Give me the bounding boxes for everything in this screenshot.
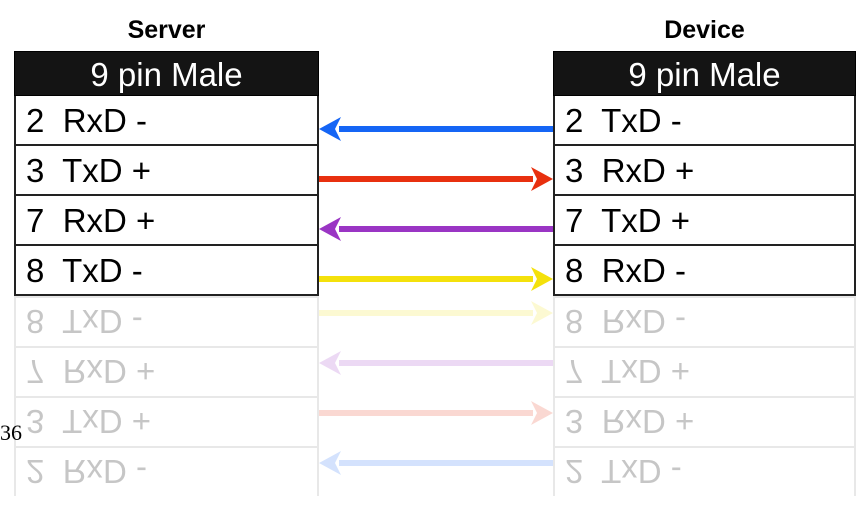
connection-arrow-reflection [319,351,553,375]
connection-arrow [319,117,553,141]
device-title: Device [664,16,745,44]
connection-arrow [319,167,553,191]
connection-arrow-head [531,301,553,325]
connection-arrow [319,267,553,291]
server-connector-table: 9 pin Male 2 RxD - 3 TxD + 7 RxD + 8 TxD… [14,51,319,296]
page-number: 36 [0,420,22,445]
server-pin-row: 2 RxD - [14,96,319,146]
connection-arrow-reflection [319,401,553,425]
device-pin-row: 7 TxD + [553,196,856,246]
server-pin-row: 8 TxD - [14,246,319,296]
device-pin-row: 8 RxD - [553,246,856,296]
connection-arrow-head [319,217,341,241]
connection-arrow-head [531,267,553,291]
connection-arrow-head [319,351,341,375]
server-connector-header: 9 pin Male [14,51,319,96]
connection-arrow-reflection [319,301,553,325]
device-pin-row: 3 RxD + [553,146,856,196]
device-connector-table: 9 pin Male 2 TxD - 3 RxD + 7 TxD + 8 RxD… [553,51,856,296]
connection-arrow-head [531,167,553,191]
server-pin-row: 3 TxD + [14,146,319,196]
connection-arrow-head [531,401,553,425]
connection-arrow [319,217,553,241]
connection-arrow-head [319,117,341,141]
connection-arrow-reflection [319,451,553,475]
device-pin-row: 2 TxD - [553,96,856,146]
connection-arrow-head [319,451,341,475]
server-title: Server [127,16,206,44]
device-connector-header: 9 pin Male [553,51,856,96]
server-pin-row: 7 RxD + [14,196,319,246]
